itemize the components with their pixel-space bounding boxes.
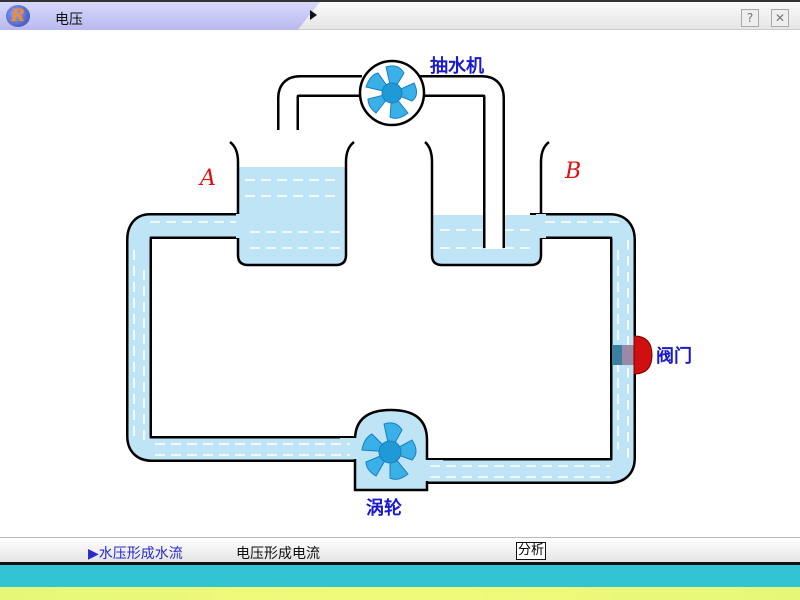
pump-label: 抽水机 — [430, 55, 484, 77]
tank-b-label: B — [564, 159, 581, 184]
water-circuit-diagram: A B 抽水机 涡轮 阀门 — [126, 55, 692, 519]
window-title: 电压 — [55, 12, 83, 28]
help-button[interactable]: ? — [741, 9, 759, 27]
valve-label: 阀门 — [656, 345, 692, 367]
title-bar: R 电压 ? ✕ — [0, 0, 800, 30]
pump-pipes — [277, 75, 505, 249]
water-flow-dashes — [133, 179, 629, 478]
footer-band-yellow — [0, 587, 800, 600]
pump — [358, 59, 426, 127]
play-icon[interactable] — [310, 10, 317, 20]
turbine — [340, 408, 443, 492]
tank-a-label: A — [198, 166, 216, 191]
bottom-nav: ▶水压形成水流 电压形成电流 分析 — [0, 537, 800, 565]
turbine-fan-icon — [361, 422, 417, 480]
pipe-loop — [126, 213, 636, 484]
valve — [612, 335, 653, 375]
footer-band-cyan — [0, 565, 800, 587]
turbine-label: 涡轮 — [366, 497, 402, 519]
tank-a — [229, 141, 355, 267]
analyze-button[interactable]: 分析 — [516, 542, 547, 560]
close-button[interactable]: ✕ — [771, 9, 789, 27]
title-tab — [0, 2, 320, 30]
app-logo: R — [6, 5, 30, 27]
pump-fan-icon — [365, 65, 418, 119]
nav-voltage-current[interactable]: 电压形成电流 — [236, 546, 320, 562]
nav-water-pressure[interactable]: ▶水压形成水流 — [88, 546, 183, 562]
